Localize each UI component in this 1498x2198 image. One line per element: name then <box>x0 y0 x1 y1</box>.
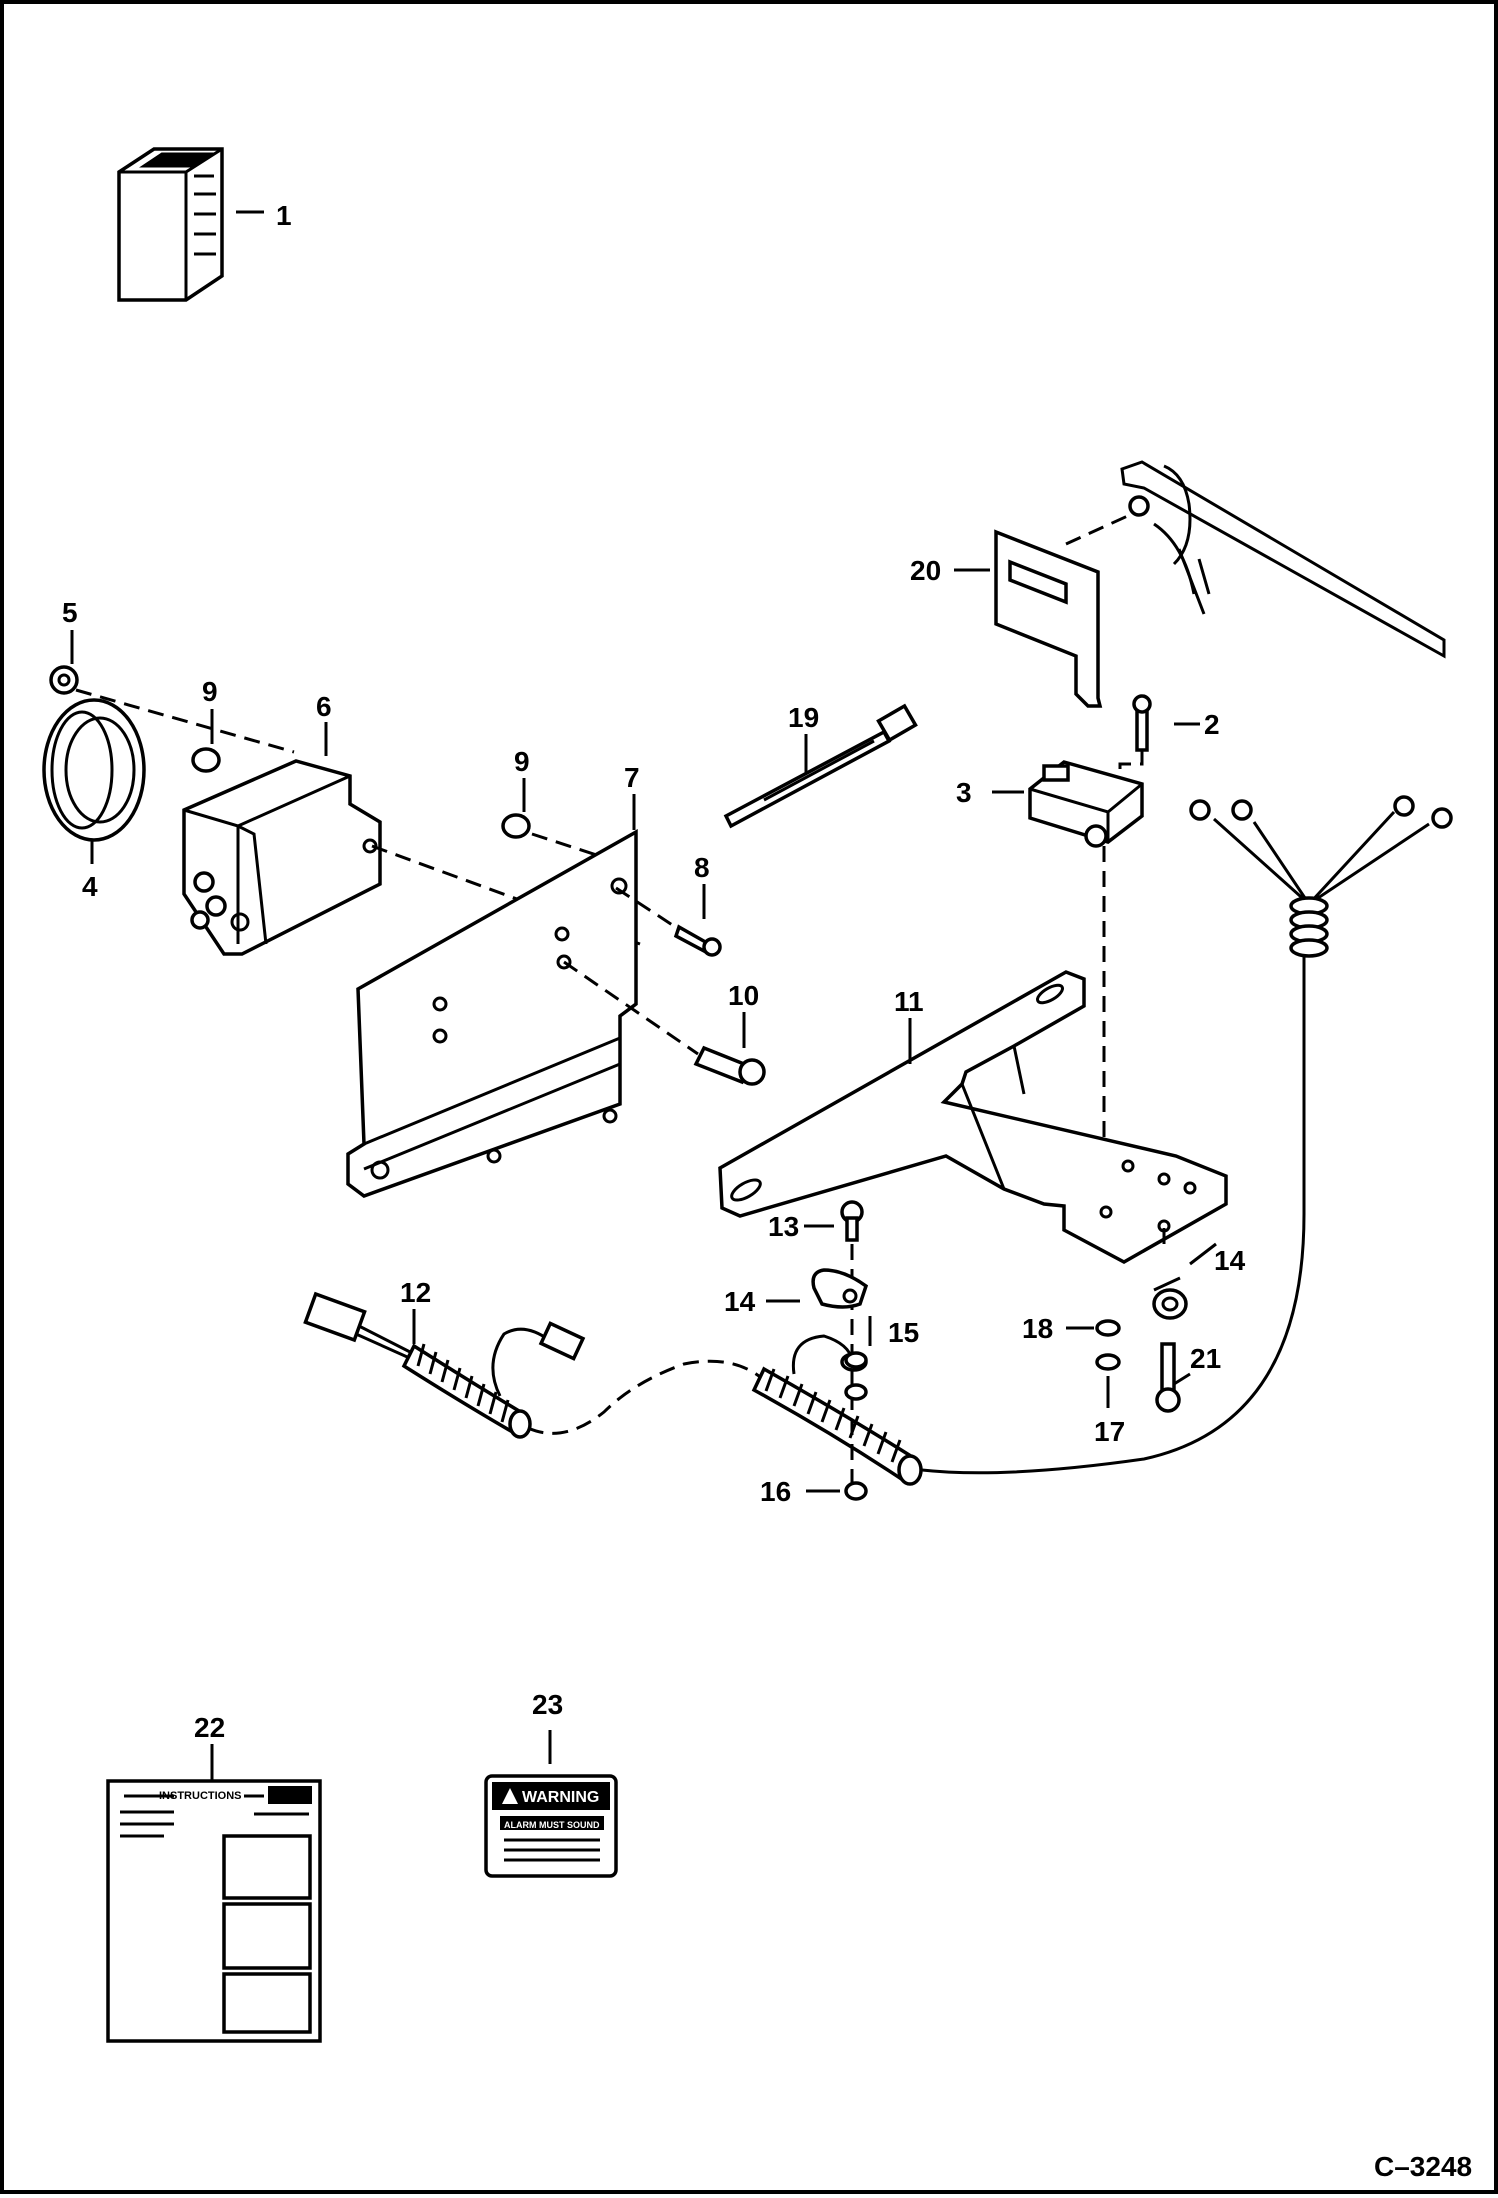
part-3-switch <box>992 760 1144 848</box>
part-16-nut <box>806 1481 868 1501</box>
part-14-clamp-left <box>766 1268 869 1309</box>
part-19-cable-tie <box>723 703 918 829</box>
callout-11: 11 <box>894 986 924 1017</box>
callout-17: 17 <box>1094 1416 1125 1447</box>
callout-18: 18 <box>1022 1313 1053 1344</box>
part-8-screw <box>673 884 722 957</box>
part-4-grommet <box>42 698 146 864</box>
callout-22: 22 <box>194 1712 225 1743</box>
callout-5: 5 <box>62 597 78 628</box>
part-12-harness-right-coil <box>751 1334 923 1486</box>
assembly-line <box>563 960 699 1056</box>
callout-20: 20 <box>910 555 941 586</box>
part-10-bolt <box>693 1012 766 1086</box>
warning-decal-subtitle: ALARM MUST SOUND <box>504 1820 600 1830</box>
assembly-line <box>615 886 681 932</box>
part-11-bracket <box>718 970 1228 1264</box>
part-18-washer <box>1066 1319 1121 1337</box>
part-14-clamp-right <box>1152 1242 1217 1320</box>
wire-harness <box>921 795 1453 1475</box>
callout-8: 8 <box>694 852 710 883</box>
callout-12: 12 <box>400 1277 431 1308</box>
assembly-line <box>1065 512 1133 546</box>
callout-23: 23 <box>532 1689 563 1720</box>
warning-decal-title: WARNING <box>522 1789 599 1806</box>
callout-14-right: 14 <box>1214 1245 1246 1276</box>
callout-14-left: 14 <box>724 1286 756 1317</box>
callout-19: 19 <box>788 702 819 733</box>
part-5-nut <box>49 630 79 695</box>
part-2-screw <box>1132 694 1200 752</box>
machine-frame <box>1120 460 1446 659</box>
part-6-control-box <box>182 722 382 956</box>
part-20-bracket <box>954 529 1103 708</box>
instructions-decal-title: INSTRUCTIONS <box>159 1790 242 1802</box>
callout-16: 16 <box>760 1476 791 1507</box>
part-1-module <box>117 147 264 302</box>
part-17-lock-washer <box>1095 1353 1121 1408</box>
callout-7: 7 <box>624 762 640 793</box>
part-7-mounting-plate <box>346 794 638 1198</box>
callout-21: 21 <box>1190 1343 1221 1374</box>
assembly-line <box>531 832 613 862</box>
callout-2: 2 <box>1204 709 1220 740</box>
assembly-line <box>75 688 295 754</box>
part-9-washer-right <box>501 778 531 839</box>
callout-1: 1 <box>276 200 292 231</box>
callout-10: 10 <box>728 980 759 1011</box>
callout-4: 4 <box>82 871 98 902</box>
drawing-code: C–3248 <box>1374 2151 1472 2182</box>
part-13-screw <box>804 1200 864 1242</box>
callout-13: 13 <box>768 1211 799 1242</box>
callout-9-left: 9 <box>202 676 218 707</box>
part-12-harness <box>303 1291 765 1439</box>
part-23-warning-decal <box>484 1730 618 1878</box>
parts-diagram: INSTRUCTIONS WARNING ALARM MUST SOUND 1 … <box>42 147 1472 2182</box>
callout-9-right: 9 <box>514 746 530 777</box>
callout-6: 6 <box>316 691 332 722</box>
part-15-washer <box>844 1316 872 1401</box>
callout-3: 3 <box>956 777 972 808</box>
part-21-bolt <box>1155 1342 1191 1413</box>
part-9-washer-left <box>191 709 221 773</box>
part-22-instructions-decal <box>106 1744 322 2043</box>
callout-15: 15 <box>888 1317 919 1348</box>
